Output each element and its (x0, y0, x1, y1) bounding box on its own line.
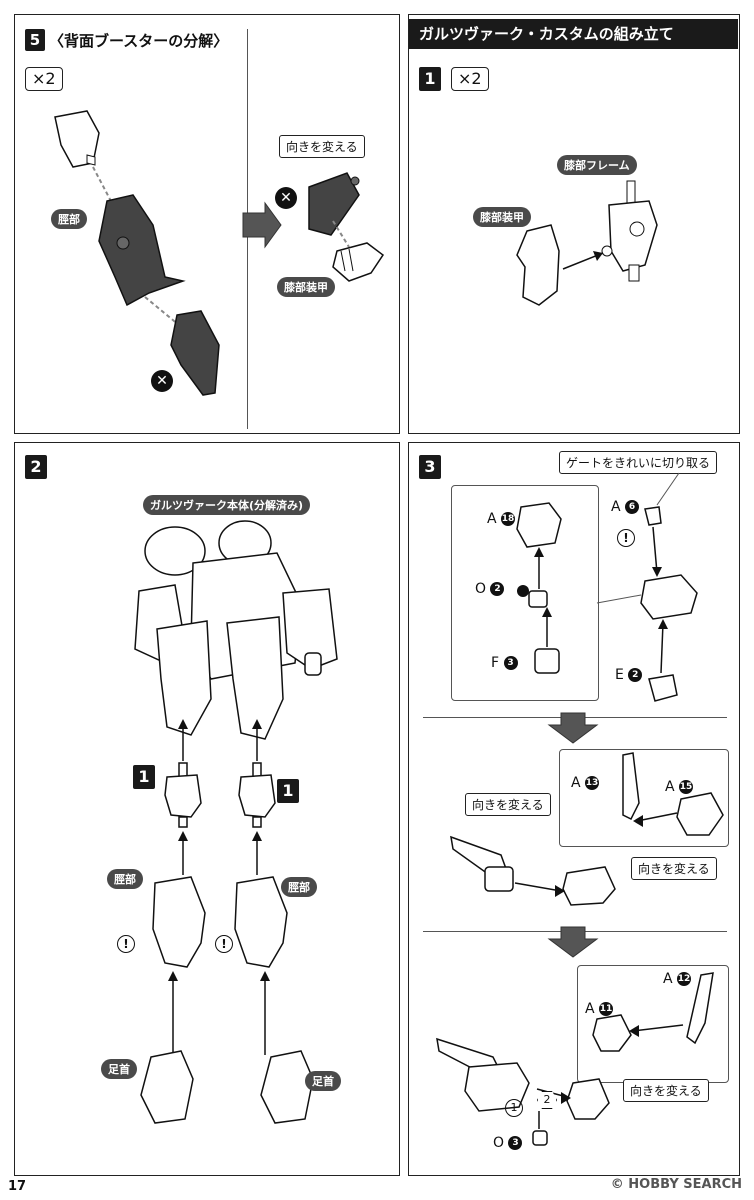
step5-quantity: ×2 (25, 67, 63, 91)
step5-panel: 5 〈背面ブースターの分解〉 ×2 脛部 向きを変える 膝部装甲 ✕ ✕ (14, 14, 400, 434)
watermark-text: HOBBY SEARCH (628, 1177, 742, 1192)
part-number: 15 (679, 780, 694, 794)
section-title: ガルツヴァーク・カスタムの組み立て (409, 19, 738, 49)
part-a18: A 18 (487, 511, 516, 527)
step5-illustration (54, 110, 385, 396)
step5-callout-turn: 向きを変える (279, 135, 365, 158)
part-letter: O (475, 581, 487, 597)
step5-number: 5 (25, 29, 45, 51)
step2-ref-left: 1 (133, 765, 155, 789)
step3-number: 3 (419, 455, 441, 479)
part-letter: A (611, 499, 621, 515)
step3-illustration (436, 472, 724, 1146)
part-letter: E (615, 667, 624, 683)
watermark: © HOBBY SEARCH (611, 1177, 742, 1192)
part-o2: O 2 (475, 581, 505, 597)
step2-illustration (134, 520, 338, 1124)
step5-title: 〈背面ブースターの分解〉 (49, 32, 229, 50)
part-letter: O (493, 1135, 505, 1151)
part-letter: A (585, 1001, 595, 1017)
step2-label-ankle-left: 足首 (101, 1059, 137, 1079)
step5-label-shin: 脛部 (51, 209, 87, 229)
part-number: 3 (508, 1136, 523, 1150)
part-a13: A 13 (571, 775, 600, 791)
part-number: 11 (599, 1002, 614, 1016)
step3-callout-turn-1: 向きを変える (465, 793, 551, 816)
step3-callout-turn-2: 向きを変える (631, 857, 717, 880)
step5-label-knee-armor: 膝部装甲 (277, 277, 335, 297)
part-number: 13 (585, 776, 600, 790)
part-letter: A (663, 971, 673, 987)
step3-subbox-2 (559, 749, 729, 847)
step1-label-knee-frame: 膝部フレーム (557, 155, 637, 175)
step2-label-body: ガルツヴァーク本体(分解済み) (143, 495, 311, 515)
part-number: 2 (490, 582, 505, 596)
step2-label-shin-left: 脛部 (107, 869, 143, 889)
part-a15: A 15 (665, 779, 694, 795)
no-icon: ✕ (275, 187, 297, 209)
part-letter: A (571, 775, 581, 791)
step1-label-knee-armor: 膝部装甲 (473, 207, 531, 227)
step2-ref-right: 1 (277, 779, 299, 803)
part-number: 18 (501, 512, 516, 526)
step2-label-ankle-right: 足首 (305, 1071, 341, 1091)
part-letter: F (491, 655, 500, 671)
part-number: 12 (677, 972, 692, 986)
part-e2: E 2 (615, 667, 643, 683)
part-a12: A 12 (663, 971, 692, 987)
page-number: 17 (8, 1179, 27, 1194)
step2-panel: 2 ガルツヴァーク本体(分解済み) (14, 442, 400, 1176)
part-a11: A 11 (585, 1001, 614, 1017)
caution-icon: ! (117, 935, 135, 953)
step3-subbox-1 (451, 485, 599, 701)
order-step-1: 1 (505, 1099, 523, 1117)
step2-number: 2 (25, 455, 47, 479)
caution-icon: ! (215, 935, 233, 953)
step1-quantity: ×2 (451, 67, 489, 91)
part-a6: A 6 (611, 499, 640, 515)
part-letter: A (665, 779, 675, 795)
step1-illustration (516, 180, 658, 306)
part-number: 6 (625, 500, 640, 514)
order-step-2: 2 (537, 1091, 557, 1109)
caution-icon: ! (617, 529, 635, 547)
part-number: 3 (503, 656, 518, 670)
part-letter: A (487, 511, 497, 527)
step3-callout-gate: ゲートをきれいに切り取る (559, 451, 718, 474)
step1-panel: ガルツヴァーク・カスタムの組み立て 1 ×2 膝部フレーム 膝部装甲 (408, 14, 740, 434)
step1-number: 1 (419, 67, 441, 91)
step3-panel: 3 ゲートをきれいに切り取る (408, 442, 740, 1176)
no-icon: ✕ (151, 370, 173, 392)
part-number: 2 (628, 668, 643, 682)
part-o3: O 3 (493, 1135, 523, 1151)
step2-label-shin-right: 脛部 (281, 877, 317, 897)
step3-callout-turn-3: 向きを変える (623, 1079, 709, 1102)
part-f3: F 3 (491, 655, 518, 671)
watermark-prefix: © (610, 1177, 624, 1192)
